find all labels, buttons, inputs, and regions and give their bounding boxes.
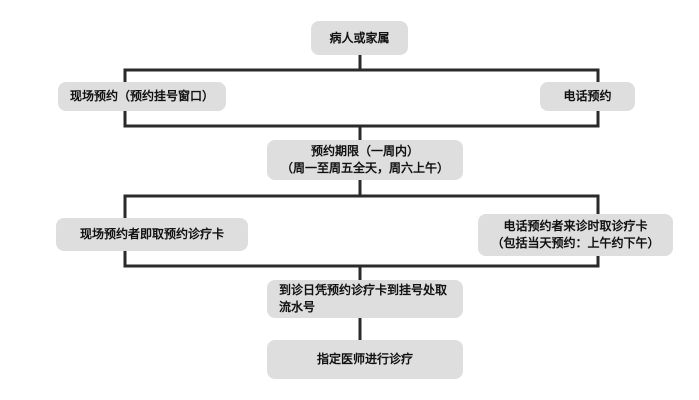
node-phone-card-line2: （包括当天预约：上午约下午） — [491, 236, 660, 250]
node-onsite-booking-label: 现场预约（预约挂号窗口） — [69, 89, 214, 103]
node-onsite-card: 现场预约者即取预约诊疗卡 — [56, 218, 248, 251]
node-patient-label: 病人或家属 — [329, 30, 390, 45]
node-booking-period: 预约期限（一周内） （周一至周五全天，周六上午） — [267, 140, 463, 180]
node-onsite-booking: 现场预约（预约挂号窗口） — [58, 82, 226, 111]
node-patient: 病人或家属 — [311, 21, 408, 55]
node-doctor-label: 指定医师进行诊疗 — [316, 352, 413, 366]
node-booking-period-line1: 预约期限（一周内） — [310, 144, 419, 158]
node-booking-period-line2: （周一至周五全天，周六上午） — [280, 161, 449, 175]
node-phone-card: 电话预约者来诊时取诊疗卡 （包括当天预约：上午约下午） — [478, 214, 673, 256]
node-get-queue-number-line1: 到诊日凭预约诊疗卡到挂号处取 — [279, 283, 448, 297]
node-get-queue-number: 到诊日凭预约诊疗卡到挂号处取 流水号 — [267, 280, 463, 318]
node-doctor: 指定医师进行诊疗 — [267, 340, 463, 379]
node-phone-booking: 电话预约 — [540, 82, 635, 111]
node-get-queue-number-line2: 流水号 — [279, 300, 316, 314]
node-phone-booking-label: 电话预约 — [563, 89, 612, 103]
node-onsite-card-label: 现场预约者即取预约诊疗卡 — [79, 227, 224, 241]
node-phone-card-line1: 电话预约者来诊时取诊疗卡 — [503, 219, 648, 233]
